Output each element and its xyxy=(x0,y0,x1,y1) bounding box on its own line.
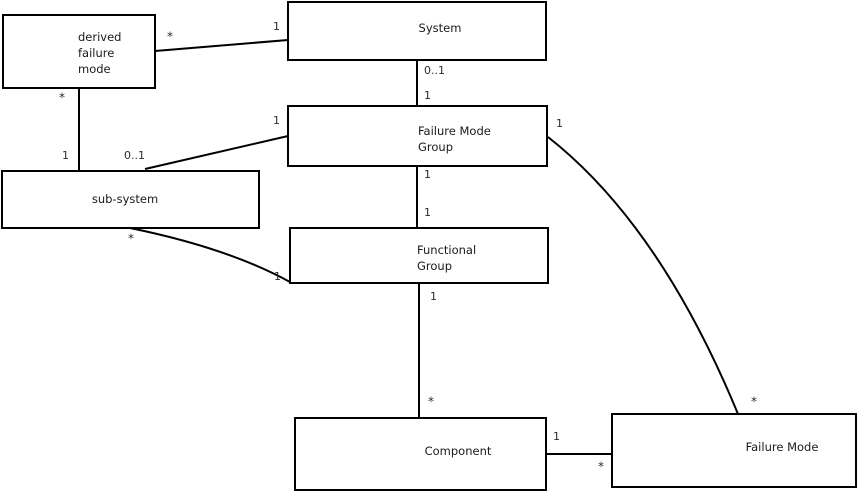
multiplicity-label: * xyxy=(59,91,65,105)
multiplicity-label: * xyxy=(598,460,604,474)
multiplicity-label: 1 xyxy=(424,206,431,219)
class-box-outline xyxy=(294,417,547,491)
class-box-outline xyxy=(2,14,156,89)
multiplicity-label: 1 xyxy=(62,149,69,162)
class-box-failure-mode[interactable]: Failure Mode xyxy=(611,413,857,488)
association-line xyxy=(547,136,739,415)
class-box-outline xyxy=(611,413,857,488)
multiplicity-label: 1 xyxy=(430,290,437,303)
class-box-label: Component xyxy=(425,444,492,458)
multiplicity-label: 1 xyxy=(424,168,431,181)
association-lines-layer xyxy=(78,39,739,455)
class-box-label: sub-system xyxy=(92,192,158,206)
association-line xyxy=(154,39,289,52)
multiplicity-label: 1 xyxy=(553,430,560,443)
multiplicity-label: 1 xyxy=(556,117,563,130)
multiplicity-labels-layer: * 1 0..1 1 * 1 0..1 1 1 1 * 1 1 * 1 * 1 * xyxy=(59,20,757,474)
association-line xyxy=(129,227,291,283)
class-box-system[interactable]: System xyxy=(287,1,547,61)
multiplicity-label: * xyxy=(167,30,173,44)
class-box-outline xyxy=(287,105,548,167)
class-box-outline xyxy=(289,227,549,284)
class-box-component[interactable]: Component xyxy=(294,417,547,491)
multiplicity-label: * xyxy=(128,232,134,246)
class-box-label: System xyxy=(419,21,462,35)
multiplicity-label: 0..1 xyxy=(424,64,445,77)
class-box-outline xyxy=(287,1,547,61)
multiplicity-label: 1 xyxy=(424,89,431,102)
class-box-label: Failure Mode xyxy=(746,440,819,454)
multiplicity-label: 0..1 xyxy=(124,149,145,162)
class-box-sub-system[interactable]: sub-system xyxy=(1,170,260,229)
class-box-outline xyxy=(1,170,260,229)
multiplicity-label: 1 xyxy=(273,114,280,127)
multiplicity-label: * xyxy=(428,395,434,409)
multiplicity-label: * xyxy=(751,395,757,409)
multiplicity-label: 1 xyxy=(273,20,280,33)
association-line xyxy=(144,135,289,170)
multiplicity-label: 1 xyxy=(274,270,281,283)
